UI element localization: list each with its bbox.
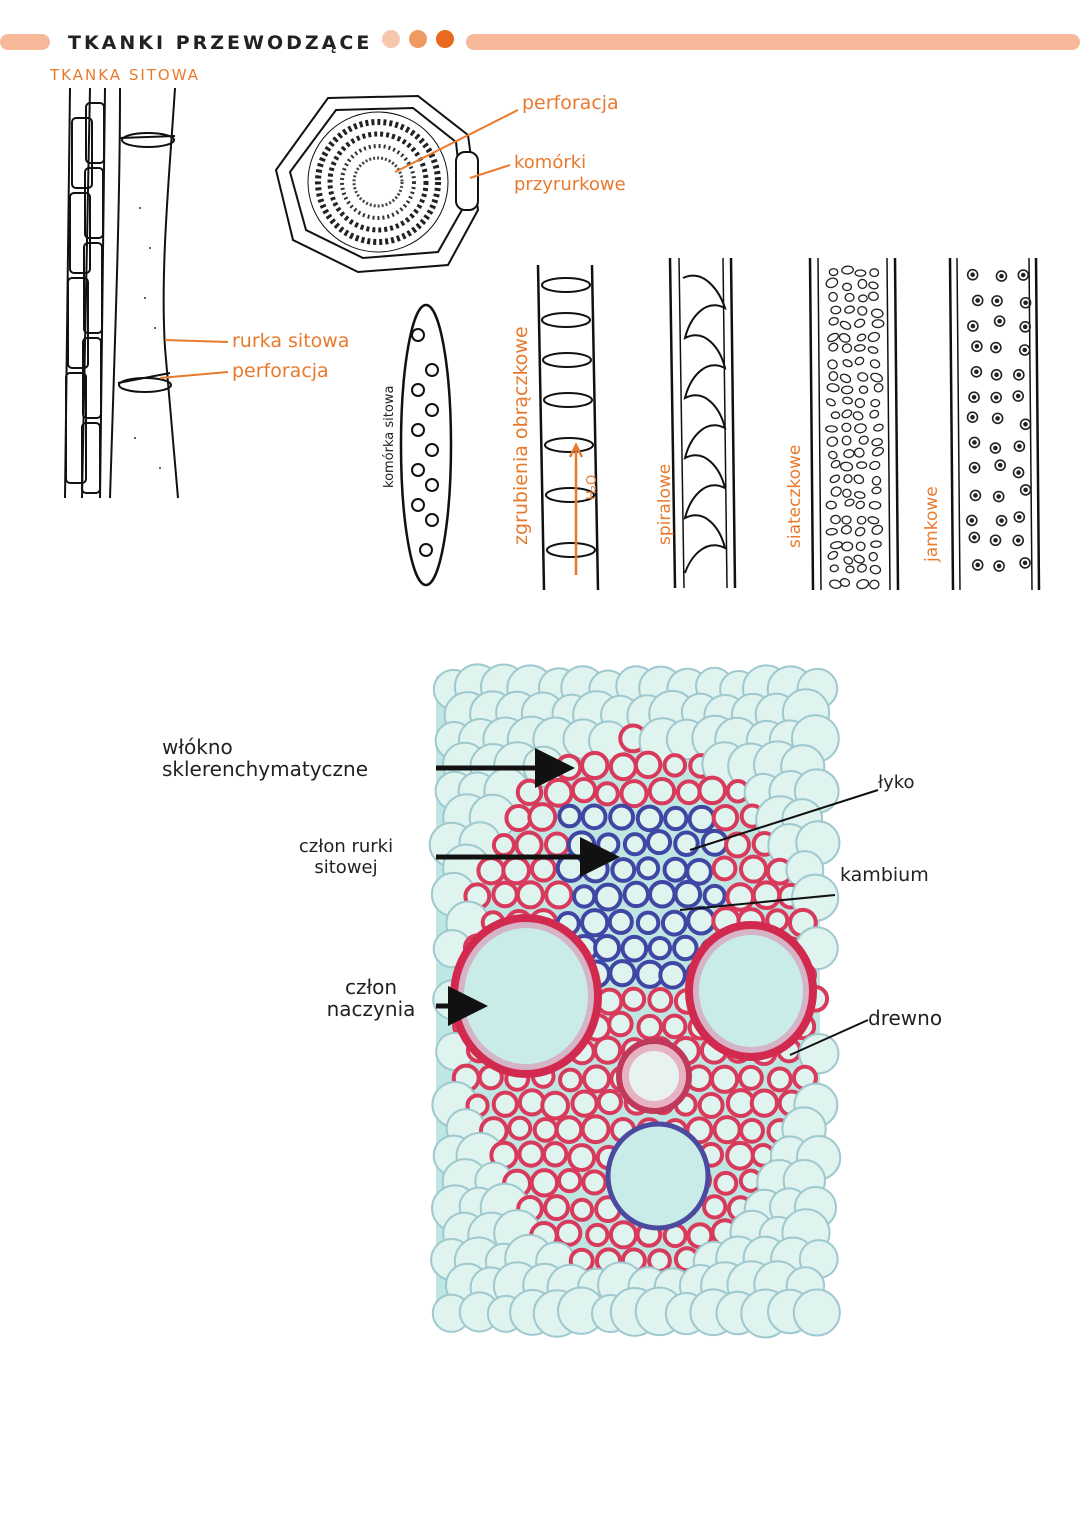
label-wlokno-sklerenchymatyczne: włókno sklerenchymatyczne	[162, 736, 422, 780]
label-drewno: drewno	[868, 1006, 942, 1030]
label-czlon-naczynia: człon naczynia	[316, 976, 426, 1020]
label-kambium: kambium	[840, 864, 929, 886]
label-czlon-rurki-sitowej: człon rurki sitowej	[276, 836, 416, 878]
label-lyko: łyko	[878, 772, 915, 793]
